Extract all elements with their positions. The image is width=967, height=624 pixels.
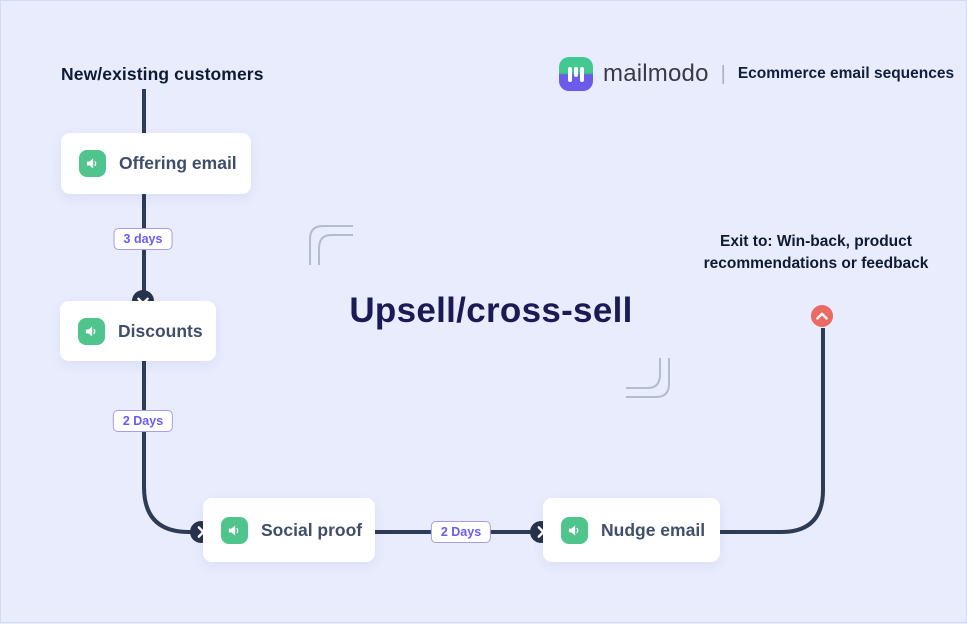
delay-badge: 3 days (113, 228, 173, 250)
flow-node-offering-email: Offering email (61, 133, 251, 194)
flow-path (142, 89, 825, 534)
brand-logo: mailmodo | Ecommerce email sequences (559, 57, 954, 91)
delay-badge: 2 Days (112, 410, 174, 432)
megaphone-icon (561, 516, 588, 544)
megaphone-icon (79, 150, 106, 177)
exit-chevron-up-marker (811, 305, 833, 327)
diagram-title: Upsell/cross-sell (349, 291, 633, 330)
node-label: Offering email (119, 153, 237, 173)
flow-start-label: New/existing customers (61, 64, 264, 84)
decorative-bracket-top-left (309, 225, 353, 265)
node-label: Social proof (261, 519, 363, 540)
brand-name: mailmodo (603, 60, 709, 87)
flow-node-discounts: Discounts (60, 301, 216, 361)
flow-node-nudge-email: Nudge email (543, 498, 720, 562)
megaphone-icon (221, 516, 248, 544)
delay-badge: 2 Days (430, 521, 492, 543)
flow-node-social-proof: Social proof (203, 498, 375, 562)
node-label: Discounts (118, 320, 203, 341)
node-label: Nudge email (601, 519, 706, 540)
brand-tagline: Ecommerce email sequences (737, 65, 955, 82)
decorative-bracket-bottom-right (626, 358, 670, 398)
mailmodo-logo-icon (559, 57, 593, 91)
megaphone-icon (78, 317, 105, 345)
exit-note: Exit to: Win-back, product recommendatio… (703, 233, 929, 273)
brand-divider: | (720, 62, 726, 85)
